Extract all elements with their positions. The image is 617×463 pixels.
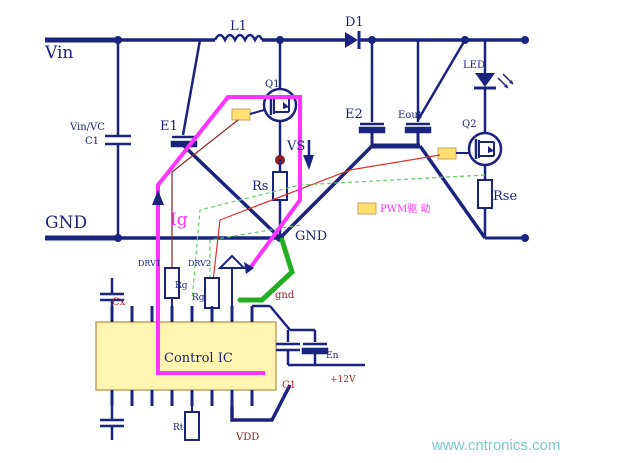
gnd-symbol: [217, 254, 247, 269]
vdd-label: VDD: [235, 432, 259, 443]
e1-label: E1: [160, 119, 178, 134]
ic-bottom-pins: [110, 390, 254, 406]
resistor-rg2: [204, 277, 220, 309]
bottom-capacitor: [100, 406, 124, 440]
c1-out-label: C1: [282, 380, 296, 391]
q2-mosfet: [467, 131, 503, 180]
drv1-label: DRV1: [138, 259, 161, 268]
plus12v-label: +12V: [330, 375, 356, 385]
control-ic-label: Control IC: [164, 351, 233, 366]
vdd-path: [230, 384, 292, 422]
cx-capacitor: [100, 278, 124, 306]
vs-arrow: [303, 155, 314, 170]
en-label: En: [326, 351, 339, 361]
ic-top-pins: [110, 306, 254, 322]
ig-arrow-down: [244, 262, 254, 274]
q1-label: Q1: [265, 79, 280, 90]
e2-to-gnd: [278, 144, 374, 240]
vin-vc-label: Vin/VC: [69, 122, 105, 133]
ig-label: Ig: [170, 210, 188, 230]
gnd-left-label: GND: [45, 213, 87, 233]
gnd-small-label: gnd: [275, 290, 295, 301]
q2-label: Q2: [462, 119, 477, 130]
vs-label: VS: [286, 139, 305, 154]
rg1-label: Rg: [175, 281, 188, 291]
resistor-rse: [477, 179, 493, 209]
led-symbol: [474, 40, 514, 133]
q1-gate-box: [231, 108, 251, 121]
pwm-label: PWM驱 动: [380, 203, 430, 215]
resistor-rs: [272, 171, 288, 201]
resistor-rt: [184, 411, 200, 441]
control-ic-body: [95, 321, 277, 391]
q1-gate-wire: [249, 109, 265, 115]
rg2-label: Rg: [192, 293, 205, 303]
e2-label: E2: [345, 107, 363, 122]
eout-label: Eout: [398, 110, 422, 121]
inductor-l1: [213, 33, 264, 43]
e1-to-gnd: [182, 144, 282, 240]
rt-label: Rt: [173, 423, 184, 433]
e1-capacitor: [170, 39, 202, 148]
eout-section: [358, 39, 467, 134]
led-label: LED: [463, 60, 485, 71]
watermark-text: www.cntronics.com: [431, 437, 560, 454]
drv2-label: DRV2: [188, 259, 211, 268]
l1-label: L1: [230, 19, 247, 34]
rse-label: Rse: [493, 189, 517, 204]
diode-d1: [345, 31, 361, 49]
output-caps: [252, 304, 365, 367]
gnd-center-label: GND: [295, 229, 327, 244]
cx-label: Cx: [112, 297, 126, 308]
eout-to-rse: [418, 144, 487, 240]
c1-input-label: C1: [85, 136, 99, 147]
ig-arrow-up: [152, 190, 164, 205]
d1-label: D1: [345, 15, 364, 30]
pwm-legend-box: [357, 202, 377, 215]
q2-gate-box: [437, 147, 457, 160]
gate-current-loop: [156, 95, 302, 375]
input-capacitor: [105, 40, 131, 238]
vin-label: Vin: [44, 43, 73, 63]
rs-label: Rs: [252, 179, 268, 194]
pwm-signal-lines: [171, 119, 486, 301]
gnd-return-path: [237, 237, 295, 303]
